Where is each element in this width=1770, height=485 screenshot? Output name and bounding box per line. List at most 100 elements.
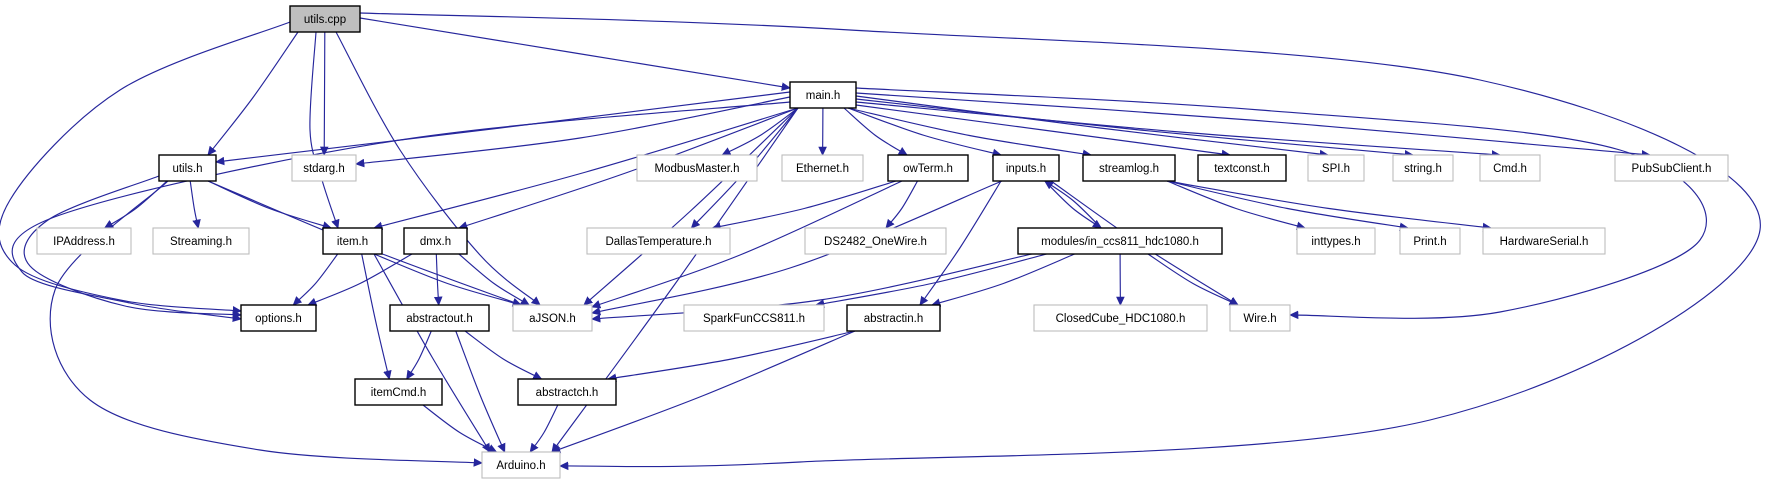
include-edge-utils-h-to-streaming-h <box>189 180 201 229</box>
include-edge-main-h-to-item-h <box>373 107 799 231</box>
node-box-utils-h[interactable] <box>158 154 217 182</box>
node-pubsubclient-h[interactable]: PubSubClient.h <box>1614 154 1729 182</box>
node-abstractin-h[interactable]: abstractin.h <box>846 304 941 332</box>
node-print-h[interactable]: Print.h <box>1399 227 1461 255</box>
node-dallastemperature-h[interactable]: DallasTemperature.h <box>586 227 731 255</box>
node-cmd-h[interactable]: Cmd.h <box>1479 154 1541 182</box>
node-box-modbusmaster-h[interactable] <box>636 154 758 182</box>
include-edge-utils-cpp-to-utils-h <box>207 31 299 156</box>
node-label-inttypes-h: inttypes.h <box>1311 236 1360 248</box>
node-options-h[interactable]: options.h <box>240 304 317 332</box>
node-owterm-h[interactable]: owTerm.h <box>887 154 969 182</box>
node-box-streamlog-h[interactable] <box>1082 154 1176 182</box>
node-utils-cpp[interactable]: utils.cpp <box>289 5 361 33</box>
node-closedcube-hdc1080-h[interactable]: ClosedCube_HDC1080.h <box>1033 304 1208 332</box>
node-ipaddress-h[interactable]: IPAddress.h <box>36 227 132 255</box>
node-box-closedcube-hdc1080-h[interactable] <box>1033 304 1208 332</box>
include-edge-utils-cpp-to-main-h <box>359 17 791 91</box>
node-box-item-h[interactable] <box>322 227 383 255</box>
include-edge-main-h-to-spi-h <box>855 95 1329 159</box>
node-box-inttypes-h[interactable] <box>1296 227 1376 255</box>
node-label-modules-in-ccs811-hdc1080-h: modules/in_ccs811_hdc1080.h <box>1041 236 1199 248</box>
node-box-hardwareserial-h[interactable] <box>1482 227 1606 255</box>
node-dmx-h[interactable]: dmx.h <box>403 227 468 255</box>
node-box-wire-h[interactable] <box>1229 304 1291 332</box>
include-edge-main-h-to-cmd-h <box>855 101 1501 159</box>
include-edge-modules-in-ccs811-hdc1080-h-to-ajson-h <box>591 253 1033 323</box>
include-edge-main-h-to-owterm-h <box>843 107 908 156</box>
node-box-modules-in-ccs811-hdc1080-h[interactable] <box>1017 227 1223 255</box>
node-label-options-h: options.h <box>255 313 302 325</box>
node-wire-h[interactable]: Wire.h <box>1229 304 1291 332</box>
node-textconst-h[interactable]: textconst.h <box>1197 154 1287 182</box>
node-streamlog-h[interactable]: streamlog.h <box>1082 154 1176 182</box>
node-box-pubsubclient-h[interactable] <box>1614 154 1729 182</box>
node-box-dmx-h[interactable] <box>403 227 468 255</box>
node-box-string-h[interactable] <box>1392 154 1454 182</box>
node-box-ipaddress-h[interactable] <box>36 227 132 255</box>
include-edge-abstractout-h-to-itemcmd-h <box>406 330 432 380</box>
node-box-utils-cpp[interactable] <box>289 5 361 33</box>
node-label-utils-cpp: utils.cpp <box>304 14 346 26</box>
node-abstractout-h[interactable]: abstractout.h <box>389 304 490 332</box>
node-box-streaming-h[interactable] <box>152 227 250 255</box>
include-edge-main-h-to-streamlog-h <box>847 107 1092 158</box>
node-box-ds2482-onewire-h[interactable] <box>804 227 947 255</box>
node-utils-h[interactable]: utils.h <box>158 154 217 182</box>
node-box-abstractin-h[interactable] <box>846 304 941 332</box>
node-box-abstractch-h[interactable] <box>517 378 617 406</box>
node-box-inputs-h[interactable] <box>992 154 1060 182</box>
node-box-ethernet-h[interactable] <box>781 154 864 182</box>
node-box-abstractout-h[interactable] <box>389 304 490 332</box>
node-box-options-h[interactable] <box>240 304 317 332</box>
node-ajson-h[interactable]: aJSON.h <box>512 304 593 332</box>
include-edge-modules-in-ccs811-hdc1080-h-to-wire-h <box>1147 253 1239 306</box>
node-modules-in-ccs811-hdc1080-h[interactable]: modules/in_ccs811_hdc1080.h <box>1017 227 1223 255</box>
node-box-owterm-h[interactable] <box>887 154 969 182</box>
include-edge-streamlog-h-to-inttypes-h <box>1166 180 1306 230</box>
node-hardwareserial-h[interactable]: HardwareSerial.h <box>1482 227 1606 255</box>
node-box-dallastemperature-h[interactable] <box>586 227 731 255</box>
node-abstractch-h[interactable]: abstractch.h <box>517 378 617 406</box>
node-inttypes-h[interactable]: inttypes.h <box>1296 227 1376 255</box>
node-string-h[interactable]: string.h <box>1392 154 1454 182</box>
node-label-ds2482-onewire-h: DS2482_OneWire.h <box>824 236 927 248</box>
node-spi-h[interactable]: SPI.h <box>1307 154 1365 182</box>
node-box-textconst-h[interactable] <box>1197 154 1287 182</box>
include-edge-main-h-to-arduino-h <box>551 107 799 453</box>
node-box-spi-h[interactable] <box>1307 154 1365 182</box>
nodes-layer: utils.cpp main.h utils.h stdarg.h ModbusMast… <box>36 5 1729 479</box>
node-box-ajson-h[interactable] <box>512 304 593 332</box>
node-ethernet-h[interactable]: Ethernet.h <box>781 154 864 182</box>
node-box-cmd-h[interactable] <box>1479 154 1541 182</box>
node-item-h[interactable]: item.h <box>322 227 383 255</box>
include-edge-inputs-h-to-modules-in-ccs811-hdc1080-h <box>1044 180 1103 229</box>
node-label-textconst-h: textconst.h <box>1214 163 1270 175</box>
node-box-print-h[interactable] <box>1399 227 1461 255</box>
node-sparkfunccs811-h[interactable]: SparkFunCCS811.h <box>683 304 825 332</box>
include-edge-main-h-to-ajson-h <box>583 107 799 306</box>
include-edge-modules-in-ccs811-hdc1080-h-to-inputs-h <box>1043 180 1102 229</box>
include-edge-modules-in-ccs811-hdc1080-h-to-abstractin-h <box>931 253 1075 307</box>
node-inputs-h[interactable]: inputs.h <box>992 154 1060 182</box>
include-edge-inputs-h-to-abstractin-h <box>919 180 1002 306</box>
node-box-itemcmd-h[interactable] <box>354 378 443 406</box>
node-ds2482-onewire-h[interactable]: DS2482_OneWire.h <box>804 227 947 255</box>
include-edge-item-h-to-ajson-h <box>373 253 522 307</box>
node-box-main-h[interactable] <box>789 81 857 109</box>
include-edge-main-h-to-options-h <box>11 101 791 323</box>
node-box-sparkfunccs811-h[interactable] <box>683 304 825 332</box>
node-label-streaming-h: Streaming.h <box>170 236 232 248</box>
node-stdarg-h[interactable]: stdarg.h <box>291 154 357 182</box>
node-label-print-h: Print.h <box>1413 236 1446 248</box>
node-main-h[interactable]: main.h <box>789 81 857 109</box>
node-itemcmd-h[interactable]: itemCmd.h <box>354 378 443 406</box>
node-streaming-h[interactable]: Streaming.h <box>152 227 250 255</box>
node-box-arduino-h[interactable] <box>481 451 561 479</box>
node-arduino-h[interactable]: Arduino.h <box>481 451 561 479</box>
node-box-stdarg-h[interactable] <box>291 154 357 182</box>
node-label-dmx-h: dmx.h <box>420 236 451 248</box>
include-edge-utils-cpp-to-item-h <box>309 31 340 229</box>
node-modbusmaster-h[interactable]: ModbusMaster.h <box>636 154 758 182</box>
node-label-abstractin-h: abstractin.h <box>864 313 923 325</box>
